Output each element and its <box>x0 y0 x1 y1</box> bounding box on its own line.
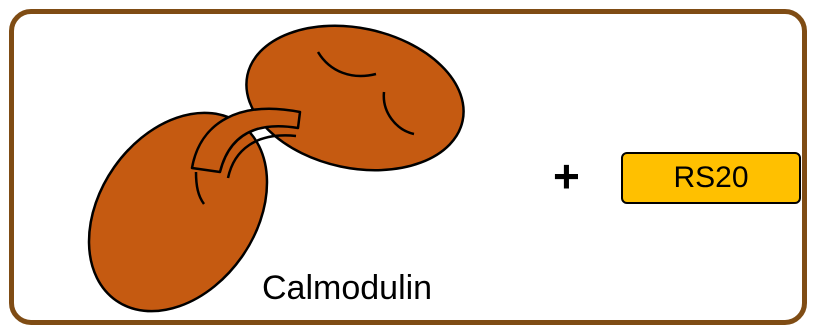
rs20-peptide-box: RS20 <box>621 152 801 204</box>
plus-operator: + <box>553 153 580 199</box>
calmodulin-label: Calmodulin <box>262 271 432 305</box>
rs20-label: RS20 <box>673 161 748 195</box>
calmodulin-c-lobe <box>233 7 477 190</box>
